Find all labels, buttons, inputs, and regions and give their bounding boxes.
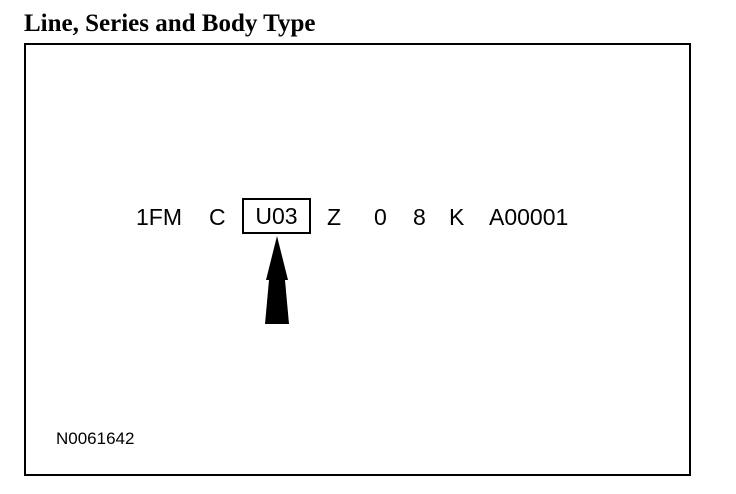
vin-segment-line-series-highlighted: U03 <box>242 198 311 234</box>
vin-row: 1FM C Z 0 8 K A00001 <box>0 200 736 234</box>
vin-segment-wmi: 1FM <box>136 204 182 230</box>
vin-segment-model-year: 8 <box>413 204 426 230</box>
figure-frame <box>24 43 691 476</box>
vin-segment-check-digit: 0 <box>374 204 387 230</box>
up-arrow-icon <box>265 236 289 324</box>
vin-segment-restraint: C <box>209 204 226 230</box>
vin-segment-body: Z <box>327 204 342 230</box>
figure-code: N0061642 <box>56 429 135 448</box>
vin-segment-plant: K <box>449 204 465 230</box>
figure-title: Line, Series and Body Type <box>24 10 316 37</box>
vin-segment-serial: A00001 <box>489 204 569 230</box>
